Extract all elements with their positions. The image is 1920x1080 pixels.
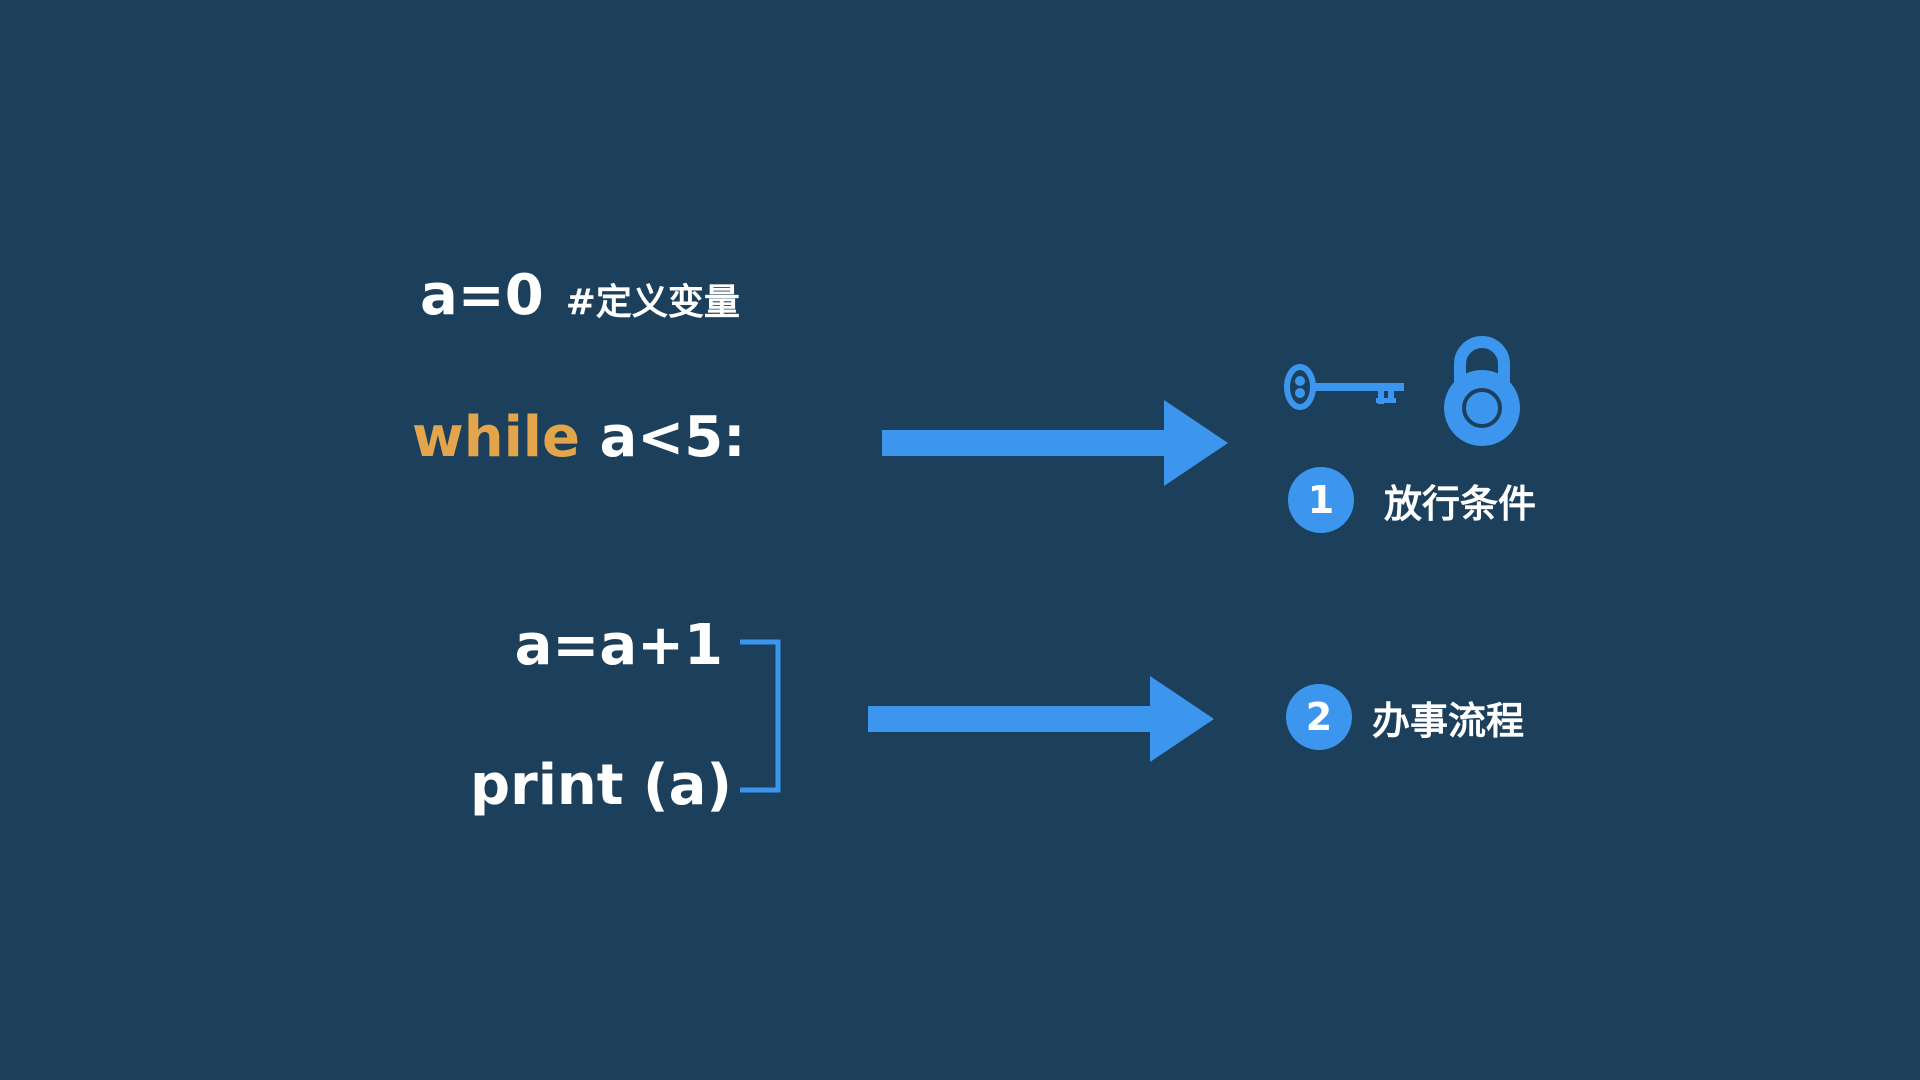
step-number-badge: 1 <box>1288 467 1354 533</box>
arrow-body <box>868 676 1214 762</box>
code-line-body-1: a=a+1 <box>514 613 723 678</box>
while-condition: a<5: <box>579 405 746 470</box>
key-icon <box>1284 364 1404 410</box>
code-line-while: while a<5: <box>412 410 746 466</box>
code-line-init: a=0#定义变量 <box>420 268 740 324</box>
step-condition: 1 放行条件 <box>1288 467 1536 533</box>
code-line-body-2: print (a) <box>469 753 732 818</box>
while-keyword: while <box>412 405 580 470</box>
loop-body-bracket <box>740 639 781 793</box>
step-number-badge: 2 <box>1286 684 1352 750</box>
init-comment: #定义变量 <box>565 282 740 323</box>
step-process: 2 办事流程 <box>1286 684 1524 750</box>
init-statement: a=0 <box>420 263 544 328</box>
step-label: 办事流程 <box>1372 698 1525 743</box>
arrow-condition <box>882 400 1228 486</box>
step-label: 放行条件 <box>1384 481 1537 526</box>
padlock-icon <box>1444 336 1520 446</box>
